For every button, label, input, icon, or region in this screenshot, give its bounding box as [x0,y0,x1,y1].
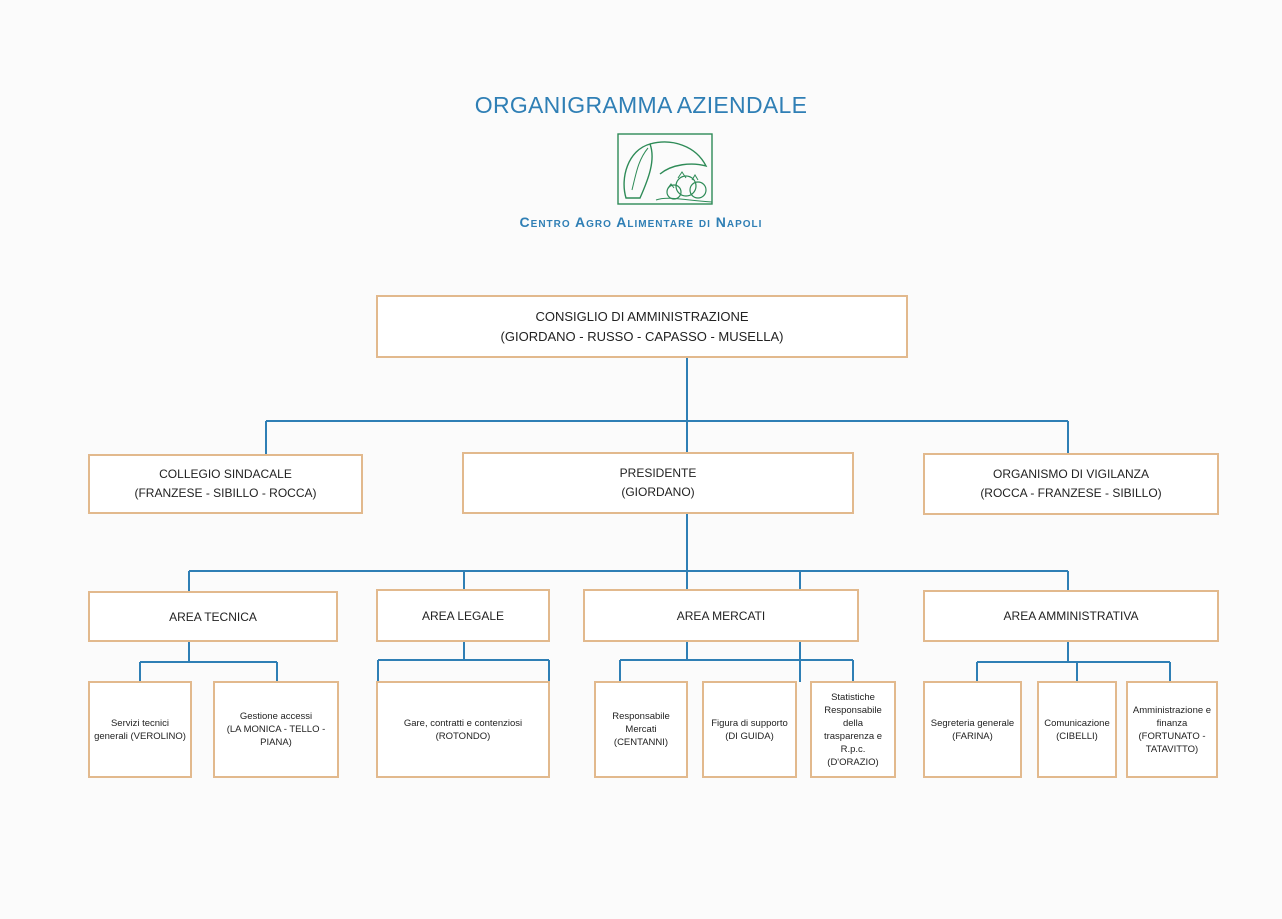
cornucopia-logo-icon [617,133,713,205]
statistiche-rpc-box: Statistiche Responsabile della trasparen… [810,681,896,778]
unit-line: (ROTONDO) [435,730,491,742]
area-mercati-label: AREA MERCATI [676,608,766,623]
unit-line: Statistiche [831,691,875,703]
gare-contratti-box: Gare, contratti e contenziosi (ROTONDO) [376,681,550,778]
unit-line: Comunicazione [1044,717,1110,729]
unit-line: Responsabile [824,704,882,716]
unit-line: (D'ORAZIO) [827,756,879,768]
unit-line: Responsabile [612,711,670,722]
unit-line: della [842,717,864,729]
figura-supporto-box: Figura di supporto (DI GUIDA) [702,681,797,778]
page-title: ORGANIGRAMMA AZIENDALE [474,92,808,118]
servizi-tecnici-box: Servizi tecnici generali (VEROLINO) [88,681,192,778]
unit-line: Gestione accessi [239,711,313,722]
unit-line: Segreteria generale [930,717,1015,729]
board-title: CONSIGLIO DI AMMINISTRAZIONE [535,308,749,324]
gestione-accessi-box: Gestione accessi (LA MONICA - TELLO - PI… [213,681,339,778]
company-name: Centro Agro Alimentare di Napoli [519,214,763,230]
area-legale-label: AREA LEGALE [421,608,505,623]
presidente-name: (GIORDANO) [621,485,695,499]
unit-line: Gare, contratti e contenziosi [403,717,523,729]
unit-line: (FORTUNATO - [1138,730,1206,742]
unit-line: Mercati [625,724,657,735]
board-of-directors-box: CONSIGLIO DI AMMINISTRAZIONE (GIORDANO -… [376,295,908,358]
area-tecnica-box: AREA TECNICA [88,591,338,642]
area-tecnica-label: AREA TECNICA [169,609,257,624]
area-amministrativa-box: AREA AMMINISTRATIVA [923,590,1219,642]
unit-line: PIANA) [260,737,292,748]
collegio-title: COLLEGIO SINDACALE [159,467,292,481]
comunicazione-box: Comunicazione (CIBELLI) [1037,681,1117,778]
amministrazione-finanza-box: Amministrazione e finanza (FORTUNATO - T… [1126,681,1218,778]
area-amministrativa-label: AREA AMMINISTRATIVA [1003,609,1139,623]
vigilanza-members: (ROCCA - FRANZESE - SIBILLO) [980,486,1162,500]
unit-line: (CIBELLI) [1056,730,1098,742]
unit-line: finanza [1156,717,1188,729]
collegio-members: (FRANZESE - SIBILLO - ROCCA) [134,486,317,500]
unit-line: (LA MONICA - TELLO - [226,724,326,735]
unit-line: Amministrazione e [1132,704,1212,716]
unit-line: Figura di supporto [711,717,788,729]
unit-line: Servizi tecnici [110,717,170,729]
unit-line: TATAVITTO) [1145,743,1199,755]
organismo-vigilanza-box: ORGANISMO DI VIGILANZA (ROCCA - FRANZESE… [923,453,1219,515]
area-legale-box: AREA LEGALE [376,589,550,642]
responsabile-mercati-box: Responsabile Mercati (CENTANNI) [594,681,688,778]
vigilanza-title: ORGANISMO DI VIGILANZA [992,467,1150,481]
unit-line: trasparenza e [823,730,883,742]
unit-line: R.p.c. [840,743,866,755]
presidente-title: PRESIDENTE [619,466,697,480]
board-members: (GIORDANO - RUSSO - CAPASSO - MUSELLA) [500,328,784,344]
presidente-box: PRESIDENTE (GIORDANO) [462,452,854,514]
segreteria-generale-box: Segreteria generale (FARINA) [923,681,1022,778]
unit-line: (DI GUIDA) [725,730,774,742]
unit-line: (CENTANNI) [613,737,669,748]
collegio-sindacale-box: COLLEGIO SINDACALE (FRANZESE - SIBILLO -… [88,454,363,514]
unit-line: generali (VEROLINO) [94,730,186,742]
unit-line: (FARINA) [952,730,993,742]
area-mercati-box: AREA MERCATI [583,589,859,642]
